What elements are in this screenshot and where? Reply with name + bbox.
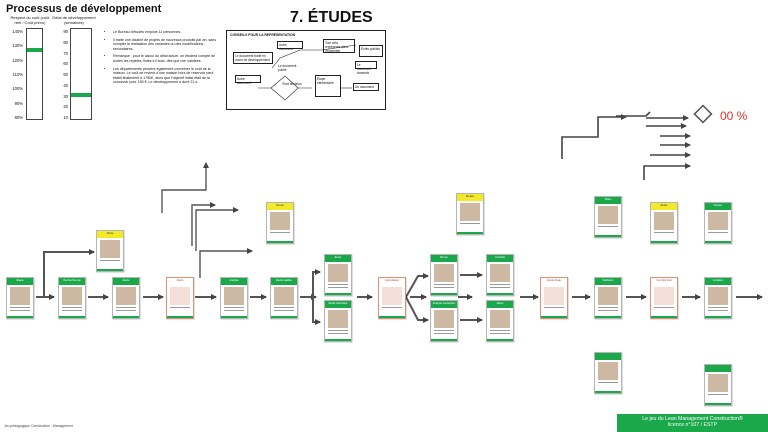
staircase-arrows (561, 111, 691, 180)
gauge-tick-label: 50 (63, 72, 68, 77)
delay-gauge (70, 28, 92, 120)
badge-line: Le jeu du Lean Management Construction® (642, 416, 743, 422)
process-card[interactable]: Étape (6, 277, 34, 319)
note-item: Les départements peuvent également conve… (113, 67, 220, 85)
license-badge: Le jeu du Lean Management Construction® … (617, 414, 768, 432)
inset-title: CONSEILS POUR LA REPRÉSENTATION (230, 33, 296, 37)
diamond-icon (693, 104, 713, 124)
inset-label: Le document publié (277, 63, 303, 72)
cost-gauge (26, 28, 43, 120)
inset-box: Le document traité en cours de développe… (233, 52, 273, 64)
note-item: Le Bureau d'études emploie 11 personnes. (113, 30, 220, 35)
cost-gauge-label: Respect du coût (coût réel / Coût prévu) (10, 15, 50, 25)
progress-percent: 00 % (720, 109, 748, 123)
gauge-tick-label: 80% (14, 115, 23, 120)
gauge-tick-label: 60 (63, 61, 68, 67)
inset-box: Tout cela représente dans l'ensemble (323, 39, 355, 53)
process-card[interactable]: Étude (112, 277, 140, 319)
badge-line: licence n°107 / ESTP (667, 422, 718, 429)
gauge-tick-label: 40 (63, 82, 68, 88)
process-card[interactable]: Dossier (704, 202, 732, 244)
process-card[interactable]: Étude technique (324, 300, 352, 342)
alert-card[interactable]: Revue (266, 202, 294, 244)
process-card[interactable]: Plans (594, 196, 622, 238)
gauge-tick-label: 130% (12, 43, 23, 49)
step-title: 7. ÉTUDES (290, 9, 373, 26)
inset-box: Autre document (277, 41, 303, 51)
process-card[interactable]: Alerte (486, 300, 514, 342)
decision-card[interactable]: Contrôle final (650, 277, 678, 319)
alert-card[interactable]: Alerte (96, 230, 124, 272)
process-card[interactable]: Livraison (704, 277, 732, 319)
gauge-tick-label: 90% (14, 100, 23, 106)
process-card[interactable]: Analyse conception (430, 300, 458, 342)
note-item: Remarque : pour le calcul du délai actue… (113, 54, 220, 63)
decision-card[interactable]: Alerte (166, 277, 194, 319)
gauge-tick-label: 140% (12, 29, 23, 34)
process-card[interactable] (594, 352, 622, 394)
gauge-tick-label: 120% (12, 57, 23, 63)
process-card[interactable]: Validation (594, 277, 622, 319)
process-card[interactable]: Étude validée (270, 277, 298, 319)
gauge-tick-label: 30 (63, 93, 68, 99)
process-card[interactable]: Revue (430, 254, 458, 296)
process-card[interactable]: Analyse (220, 277, 248, 319)
gauge-tick-label: 80 (63, 39, 68, 45)
gauge-tick-label: 10 (63, 115, 68, 120)
upward-arrows (161, 162, 253, 278)
page-title: Processus de développement (6, 3, 162, 15)
inset-box: Un document (353, 83, 379, 91)
inset-box: Étape élémentaire (315, 75, 341, 97)
gauge-tick-label: 100% (12, 86, 23, 92)
note-item: Il traite une dizaine de projets de nouv… (113, 38, 220, 52)
delay-gauge-marker (71, 93, 91, 98)
representation-tips: CONSEILS POUR LA REPRÉSENTATION Le docum… (226, 30, 386, 110)
process-card[interactable] (704, 364, 732, 406)
inset-decision-label: Écrit décision (279, 81, 305, 91)
process-card[interactable]: Envoi (324, 254, 352, 296)
inset-box: Écrits publiés (359, 45, 383, 57)
delay-gauge-label: Délai de développement (semaines) (52, 15, 96, 25)
process-card[interactable]: Recherche cas (58, 277, 86, 319)
inset-connectors (258, 44, 357, 101)
inset-box: Le document transmis (355, 61, 377, 75)
cost-gauge-marker (27, 48, 42, 53)
gauge-tick-label: 90 (63, 29, 68, 34)
decision-card[interactable]: Étude finale (540, 277, 568, 319)
gauge-tick-label: 20 (63, 104, 68, 110)
footer-text: Jeu pédagogique Construction - Managemen… (4, 424, 73, 428)
process-card[interactable]: Contrôle (486, 254, 514, 296)
main-flow-arrows (36, 249, 763, 325)
decision-card[interactable]: Approbation (378, 277, 406, 319)
inset-box: Autre document (235, 75, 261, 85)
alert-card[interactable]: Études (456, 193, 484, 235)
gauge-tick-label: 110% (12, 72, 23, 77)
notes-list: Le Bureau d'études emploie 11 personnes.… (108, 30, 220, 88)
alert-card[interactable]: Étude (650, 202, 678, 244)
gauge-tick-label: 70 (63, 50, 68, 56)
